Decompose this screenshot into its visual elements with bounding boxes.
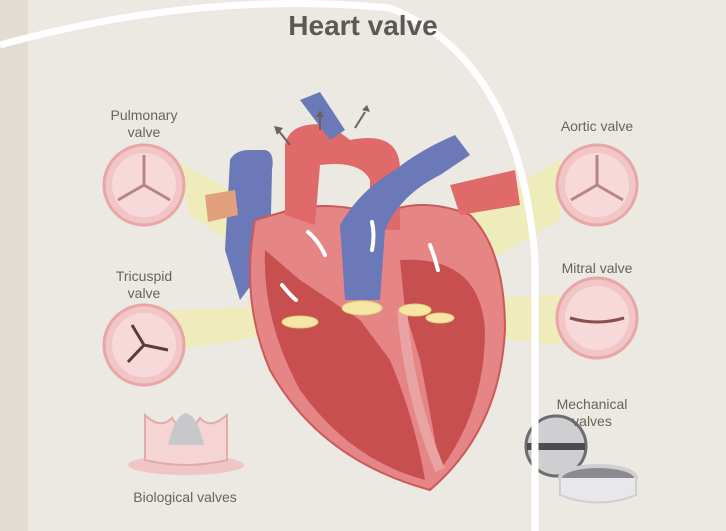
label-biological-valves: Biological valves (115, 489, 255, 506)
label-tricuspid-line2: valve (95, 285, 193, 302)
label-mitral-valve: Mitral valve (545, 260, 649, 277)
biological-valve-illustration (128, 413, 244, 475)
label-mechanical-valves: Mechanical valves (540, 396, 644, 430)
label-mechanical-line2: valves (540, 413, 644, 430)
tricuspid-valve-closeup (104, 305, 184, 385)
flow-arrow-2 (372, 222, 374, 250)
aortic-valve-closeup (557, 145, 637, 225)
label-pulmonary-valve: Pulmonary valve (95, 107, 193, 141)
aortic-valve-inner (399, 304, 431, 316)
pulmonary-valve-inner (342, 301, 382, 315)
mitral-valve-inner (426, 313, 454, 323)
label-mechanical-line1: Mechanical (540, 396, 644, 413)
label-tricuspid-line1: Tricuspid (95, 268, 193, 285)
label-pulmonary-line2: valve (95, 124, 193, 141)
diagram-title: Heart valve (0, 10, 726, 42)
pulmonary-valve-closeup (104, 145, 184, 225)
tricuspid-valve-inner (282, 316, 318, 328)
mitral-valve-closeup (557, 278, 637, 358)
label-tricuspid-valve: Tricuspid valve (95, 268, 193, 302)
label-pulmonary-line1: Pulmonary (95, 107, 193, 124)
label-aortic-valve: Aortic valve (545, 118, 649, 135)
